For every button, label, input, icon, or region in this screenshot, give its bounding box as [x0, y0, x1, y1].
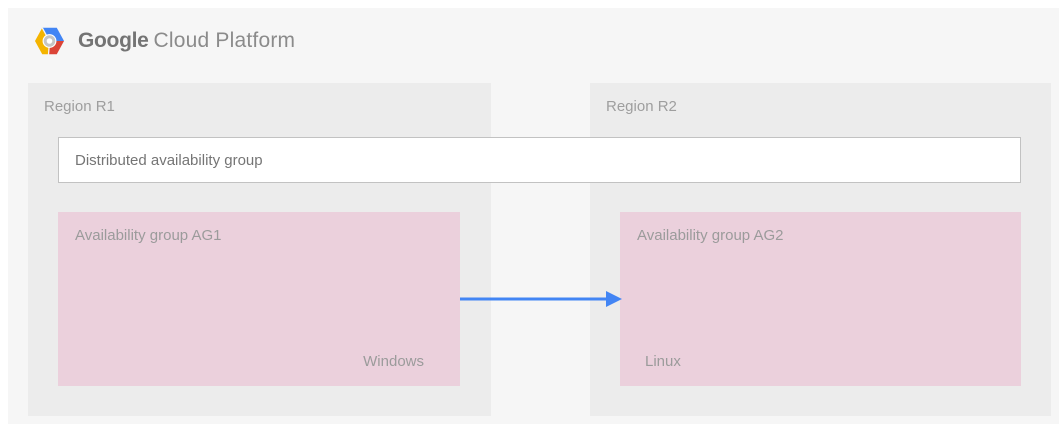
availability-group-ag2-label: Availability group AG2 [637, 227, 784, 244]
availability-group-ag2-box: Availability group AG2 Linux [620, 212, 1021, 386]
distributed-availability-group-box: Distributed availability group [58, 137, 1021, 183]
ag2-platform-label: Linux [645, 353, 681, 370]
ag1-platform-label: Windows [363, 353, 424, 370]
availability-group-ag1-label: Availability group AG1 [75, 227, 222, 244]
gcp-hexagon-logo-icon [34, 27, 65, 55]
brand-google: Google [78, 29, 149, 52]
brand-cloud-platform: Cloud Platform [153, 29, 296, 52]
distributed-availability-group-label: Distributed availability group [75, 151, 263, 169]
region-r2-label: Region R2 [606, 98, 677, 115]
region-r1-label: Region R1 [44, 98, 115, 115]
availability-group-ag1-box: Availability group AG1 Windows [58, 212, 460, 386]
replication-arrow [460, 291, 622, 307]
